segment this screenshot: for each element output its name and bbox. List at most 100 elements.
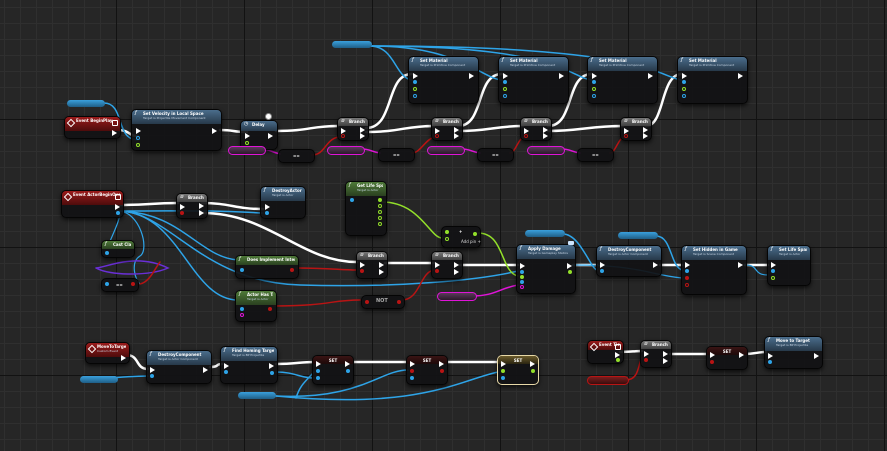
delta-seconds-pin[interactable] <box>616 358 620 362</box>
true-pin[interactable] <box>199 203 204 209</box>
velocity-pin[interactable] <box>136 143 140 147</box>
branch-node-8[interactable]: ⧈Branch <box>640 340 672 368</box>
add-pin-label[interactable]: Add pin + <box>461 239 481 244</box>
in-life-span-pin[interactable] <box>771 276 775 280</box>
exec-in-pin[interactable] <box>524 128 529 134</box>
event-begin-play-node[interactable]: Event BeginPlay <box>64 116 121 139</box>
output-pin[interactable] <box>531 369 535 373</box>
a-pin[interactable] <box>445 230 449 234</box>
output-pin[interactable] <box>346 369 350 373</box>
element-index-pin[interactable] <box>413 87 417 91</box>
exec-out-pin[interactable] <box>738 73 743 79</box>
false-pin[interactable] <box>643 133 648 139</box>
branch-node-3[interactable]: ⧈Branch <box>520 117 552 141</box>
exec-out-pin[interactable] <box>345 361 350 367</box>
exec-in-pin[interactable] <box>224 363 229 369</box>
duration-pin[interactable] <box>245 141 249 145</box>
true-pin[interactable] <box>643 127 648 133</box>
true-pin[interactable] <box>379 262 384 268</box>
branch-node-2[interactable]: ⧈Branch <box>431 117 463 141</box>
exec-out-pin[interactable] <box>112 130 117 136</box>
object-pin[interactable] <box>105 251 109 255</box>
branch-node-6[interactable]: ⧈Branch <box>356 251 388 279</box>
equal-node-5[interactable]: == <box>101 278 139 292</box>
target-pin[interactable] <box>503 80 507 84</box>
exec-out-pin[interactable] <box>469 73 474 79</box>
new-hidden-pin[interactable] <box>685 276 689 280</box>
exec-out-pin[interactable] <box>115 204 120 210</box>
target-pin[interactable] <box>136 136 140 140</box>
exec-out-pin[interactable] <box>615 352 620 358</box>
set-node-3[interactable]: SET <box>497 355 539 385</box>
exec-in-pin[interactable] <box>316 361 321 367</box>
enum-getter-2[interactable] <box>327 146 365 155</box>
exec-in-pin[interactable] <box>682 73 687 79</box>
projectile-getter[interactable] <box>80 376 118 383</box>
enum-getter-3[interactable] <box>427 146 465 155</box>
false-pin[interactable] <box>663 358 668 364</box>
exec-out-pin[interactable] <box>439 361 444 367</box>
target-pin[interactable] <box>265 211 269 215</box>
homing-target-getter[interactable] <box>67 100 105 107</box>
event-instigator-pin[interactable] <box>520 280 524 284</box>
float-pin[interactable] <box>378 222 382 226</box>
out-pin[interactable] <box>397 300 401 304</box>
b-pin[interactable] <box>445 237 449 241</box>
condition-pin[interactable] <box>524 134 528 138</box>
exec-in-pin[interactable] <box>410 361 415 367</box>
exec-out-pin[interactable] <box>814 353 819 359</box>
set-node-1[interactable]: SET <box>312 355 354 385</box>
not-node[interactable]: NOT <box>361 295 405 309</box>
target-pin[interactable] <box>771 269 775 273</box>
enum-getter-1[interactable] <box>228 146 266 155</box>
target-pin[interactable] <box>413 80 417 84</box>
component-getter[interactable] <box>618 232 658 239</box>
target-pin[interactable] <box>682 80 686 84</box>
true-pin[interactable] <box>543 127 548 133</box>
float-pin[interactable] <box>378 204 382 208</box>
exec-in-pin[interactable] <box>150 367 155 373</box>
branch-node-4[interactable]: ⧈Branch <box>620 117 652 141</box>
target-pin[interactable] <box>685 269 689 273</box>
enum-getter-4[interactable] <box>527 146 565 155</box>
set-node-2[interactable]: SET <box>406 355 448 385</box>
exec-in-pin[interactable] <box>710 352 715 358</box>
is-homing-getter[interactable] <box>587 376 629 385</box>
float-pin[interactable] <box>378 216 382 220</box>
true-pin[interactable] <box>663 351 668 357</box>
exec-out-pin[interactable] <box>212 128 217 134</box>
exec-in-pin[interactable] <box>341 128 346 134</box>
delegate-pin-icon[interactable] <box>115 194 121 200</box>
exec-in-pin[interactable] <box>685 262 690 268</box>
condition-pin[interactable] <box>435 269 439 273</box>
equal-node-1[interactable]: == <box>278 149 315 163</box>
exec-in-pin[interactable] <box>520 263 525 269</box>
in-pin[interactable] <box>365 300 369 304</box>
exec-in-pin[interactable] <box>768 353 773 359</box>
equal-node-4[interactable]: == <box>577 148 614 162</box>
condition-pin[interactable] <box>644 358 648 362</box>
exec-out-pin[interactable] <box>567 263 572 269</box>
return-value-pin[interactable] <box>270 371 274 375</box>
set-velocity-node[interactable]: ƒ Set Velocity in Local Space Target is … <box>131 109 222 151</box>
target-pin[interactable] <box>316 376 320 380</box>
exec-out-pin[interactable] <box>121 355 126 361</box>
exec-in-pin[interactable] <box>600 262 605 268</box>
value-pin[interactable] <box>410 369 414 373</box>
true-pin[interactable] <box>360 127 365 133</box>
target-pin[interactable] <box>410 376 414 380</box>
material-pin[interactable] <box>592 94 596 98</box>
condition-pin[interactable] <box>180 211 184 215</box>
material-pin[interactable] <box>413 94 417 98</box>
test-object-pin[interactable] <box>240 268 244 272</box>
